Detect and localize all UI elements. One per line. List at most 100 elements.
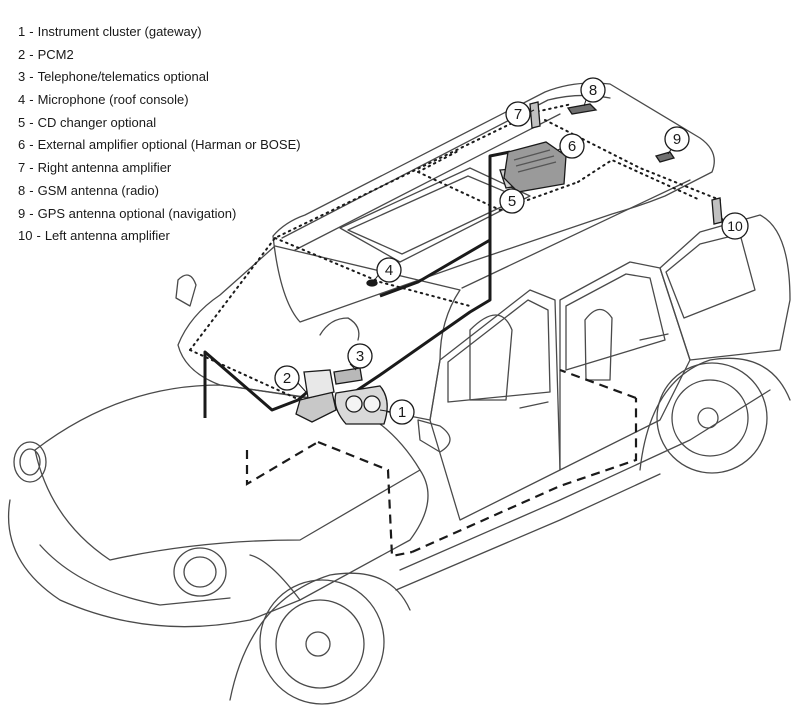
callout-4: 4	[376, 257, 402, 283]
legend-number: 7	[18, 160, 26, 176]
callout-6: 6	[559, 133, 585, 159]
rear-quarter	[659, 214, 791, 361]
callout-10-label: 10	[727, 218, 743, 234]
legend-number: 8	[18, 182, 26, 198]
ring-roof-to-amp	[488, 150, 511, 240]
legend-label: Left antenna amplifier	[44, 228, 170, 244]
legend-list: 1-Instrument cluster (gateway) 2-PCM2 3-…	[18, 22, 301, 249]
rear-door-handle	[639, 333, 669, 341]
front-wheel	[259, 579, 385, 705]
legend-number: 3	[18, 69, 26, 85]
dash-front-run	[317, 440, 413, 558]
front-bumper	[7, 499, 301, 628]
roof-rack	[281, 94, 691, 289]
legend-item: 10-Left antenna amplifier	[18, 228, 170, 244]
vehicle-outline	[7, 82, 791, 705]
legend-number: 10	[18, 228, 33, 244]
roof-right-dotted-run	[544, 119, 721, 201]
optical-ring	[203, 150, 511, 418]
components	[295, 101, 723, 425]
ring-cluster-to-pcm	[203, 350, 313, 418]
legend-label: Telephone/telematics optional	[37, 69, 209, 85]
legend-item: 8-GSM antenna (radio)	[18, 182, 159, 198]
leader-3	[349, 363, 357, 371]
legend-number: 9	[18, 205, 26, 221]
ring-dash-to-roof	[349, 238, 492, 397]
left-mirror	[175, 274, 197, 307]
callout-7-label: 7	[514, 106, 522, 123]
body-side-lower	[395, 473, 661, 591]
dash-sill-run	[411, 398, 638, 554]
legend-number: 6	[18, 137, 26, 153]
front-seat	[469, 314, 513, 401]
legend-item: 4-Microphone (roof console)	[18, 92, 189, 108]
callout-3: 3	[347, 343, 373, 369]
callout-5: 5	[499, 188, 525, 214]
callout-8-label: 8	[589, 82, 597, 99]
legend-item: 5-CD changer optional	[18, 114, 157, 130]
callout-9-label: 9	[673, 131, 681, 148]
callout-10: 10	[721, 212, 749, 240]
front-arch	[229, 572, 411, 701]
callout-3-label: 3	[356, 348, 364, 365]
center-dotted-run	[274, 237, 471, 307]
legend-label: GPS antenna optional (navigation)	[37, 205, 237, 221]
legend-label: CD changer optional	[37, 114, 157, 130]
callout-2: 2	[274, 365, 300, 391]
legend-item: 2-PCM2	[18, 46, 74, 62]
callout-1: 1	[389, 399, 415, 425]
callout-1-label: 1	[398, 404, 406, 421]
windshield-dotted-run	[189, 349, 301, 401]
front-door-window	[447, 299, 551, 403]
dash-left-drop	[245, 441, 319, 486]
legend-number: 5	[18, 114, 26, 130]
front-door	[429, 289, 561, 521]
callout-6-label: 6	[568, 138, 576, 155]
dash-rear-run	[559, 368, 637, 400]
leader-7	[529, 109, 535, 113]
front-rim	[275, 599, 365, 689]
legend-label: GSM antenna (radio)	[37, 182, 159, 198]
legend-label: Microphone (roof console)	[37, 92, 189, 108]
right-mirror	[417, 419, 451, 453]
callout-9: 9	[664, 126, 690, 152]
sunroof	[339, 167, 531, 263]
left-headlight	[13, 441, 47, 483]
legend-label: PCM2	[37, 46, 74, 62]
gsm-antenna	[566, 103, 598, 115]
left-antenna-amplifier	[711, 197, 723, 225]
amplifier-fins	[513, 149, 557, 173]
dashed-bus	[245, 368, 638, 558]
gauge-right	[363, 395, 381, 413]
legend-item: 3-Telephone/telematics optional	[18, 69, 209, 85]
rear-door-window	[565, 273, 666, 371]
legend-number: 1	[18, 24, 26, 39]
rear-hub	[697, 407, 719, 429]
legend-label: Instrument cluster (gateway)	[37, 24, 202, 39]
legend-item: 7-Right antenna amplifier	[18, 160, 172, 176]
legend-item: 6-External amplifier optional (Harman or…	[18, 137, 301, 153]
right-headlight	[173, 547, 227, 597]
gps-antenna	[654, 151, 676, 163]
callout-8: 8	[580, 77, 606, 103]
rear-wheel	[656, 362, 768, 474]
callout-2-label: 2	[283, 370, 291, 387]
amp-dotted-link	[577, 158, 701, 201]
telephone-module	[333, 367, 363, 385]
left-headlight-inner	[19, 448, 41, 476]
legend-number: 4	[18, 92, 26, 108]
rear-arch	[639, 357, 791, 471]
gauge-left	[345, 395, 363, 413]
front-hub	[305, 631, 331, 657]
steering-wheel	[319, 317, 360, 341]
legend-number: 2	[18, 46, 26, 62]
front-door-handle	[519, 401, 549, 409]
microphone	[366, 279, 378, 287]
legend-label: Right antenna amplifier	[37, 160, 172, 176]
front-fender	[249, 469, 429, 601]
legend-item: 1-Instrument cluster (gateway)	[18, 24, 202, 39]
callout-markers: 1 2 3 4 5 6 7	[274, 77, 749, 425]
rear-seat	[584, 308, 613, 381]
right-headlight-inner	[183, 556, 217, 588]
